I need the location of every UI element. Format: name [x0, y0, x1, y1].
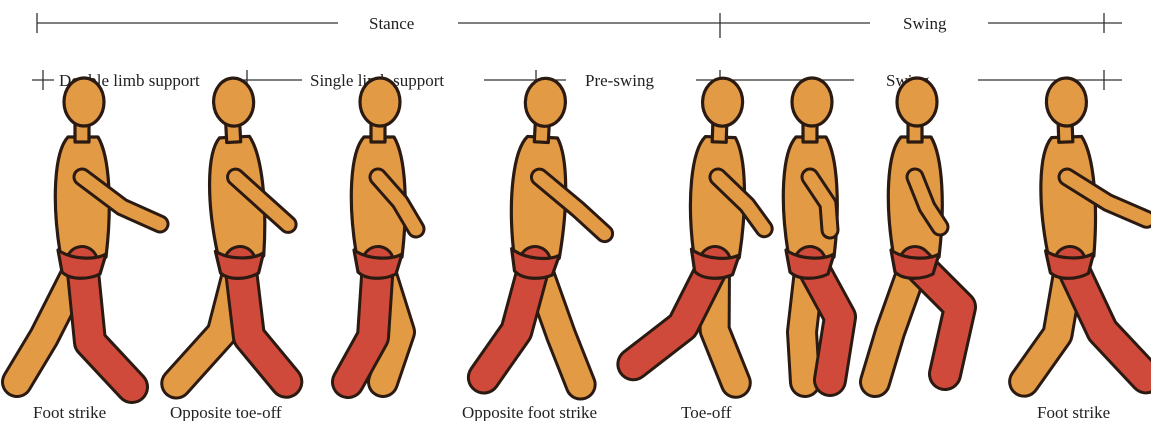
event-label-foot-strike-end: Foot strike	[1037, 403, 1110, 421]
walking-figure	[160, 76, 296, 388]
head	[64, 78, 104, 126]
head	[212, 77, 254, 127]
swing-label: Swing	[903, 14, 947, 33]
event-label-toe-off: Toe-off	[681, 403, 732, 421]
event-label-opposite-toe-off: Opposite toe-off	[170, 403, 282, 421]
subphase-label-pre-swing: Pre-swing	[585, 71, 654, 90]
subphase-bar: Double limb support Single limb support …	[32, 70, 1122, 90]
walking-figure	[348, 78, 416, 382]
walking-figures	[17, 75, 1151, 387]
head	[1046, 77, 1088, 126]
head	[897, 78, 937, 126]
walking-figure	[1014, 75, 1151, 381]
walking-figure	[783, 78, 840, 382]
head	[360, 78, 400, 126]
event-labels: Foot strike Opposite toe-off Opposite fo…	[33, 403, 1110, 421]
walking-figure	[875, 78, 960, 382]
walking-figure	[484, 76, 613, 385]
head	[524, 77, 566, 127]
event-label-opposite-foot-strike: Opposite foot strike	[462, 403, 597, 421]
head	[702, 77, 744, 126]
reference-leg	[348, 262, 378, 382]
head	[792, 78, 832, 126]
phase-bar: Stance Swing	[37, 13, 1122, 38]
stance-label: Stance	[369, 14, 414, 33]
walking-figure	[633, 75, 770, 383]
event-label-foot-strike: Foot strike	[33, 403, 106, 421]
reference-leg	[82, 262, 132, 387]
walking-figure	[17, 78, 160, 387]
